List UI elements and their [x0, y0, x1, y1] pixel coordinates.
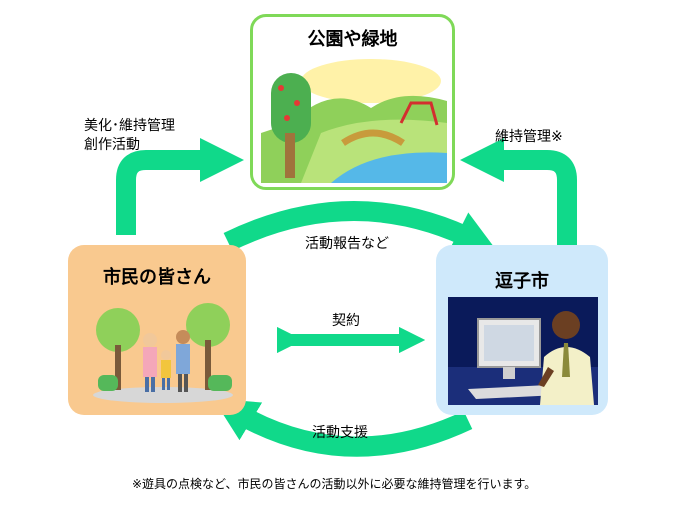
- label-city-to-park: 維持管理※: [495, 129, 563, 145]
- park-illustration: [261, 53, 447, 183]
- citizens-title: 市民の皆さん: [103, 267, 211, 288]
- city-illustration: [448, 297, 598, 405]
- label-citizens-to-park-line2: 創作活動: [84, 137, 140, 153]
- label-city-to-citizens: 活動支援: [312, 425, 368, 441]
- park-title: 公園や緑地: [307, 29, 398, 50]
- citizens-node: 市民の皆さん: [68, 245, 246, 415]
- label-citizens-to-city: 活動報告など: [305, 236, 389, 252]
- arrow-city-to-park: [459, 137, 577, 245]
- city-node: 逗子市: [436, 245, 608, 415]
- arrow-citizens-to-city: [223, 201, 498, 252]
- arrow-citizens-to-park: [116, 137, 245, 235]
- city-title: 逗子市: [495, 271, 549, 292]
- label-contract: 契約: [332, 313, 360, 329]
- park-node: 公園や緑地: [250, 14, 455, 190]
- footnote: ※遊具の点検など、市民の皆さんの活動以外に必要な維持管理を行います。: [132, 477, 537, 491]
- citizens-illustration: [93, 303, 233, 403]
- label-citizens-to-park-line1: 美化･維持管理: [84, 118, 175, 134]
- arrow-city-to-citizens: [213, 398, 473, 457]
